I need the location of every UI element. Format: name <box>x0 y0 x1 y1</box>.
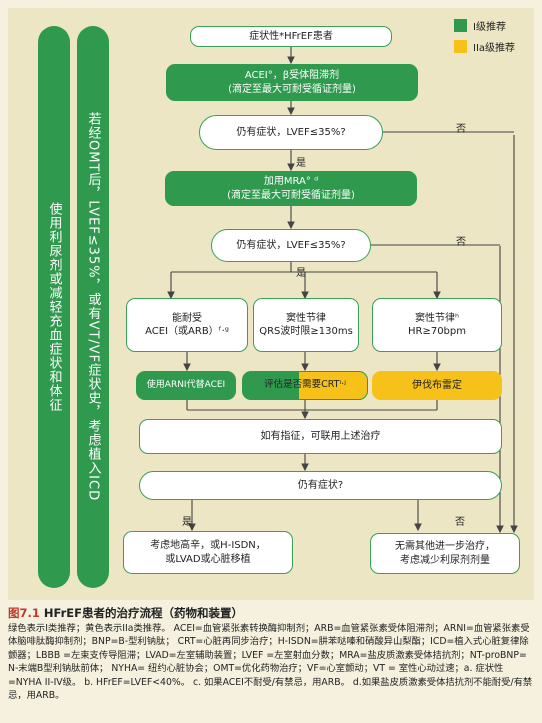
caption-body: 绿色表示I类推荐；黄色表示IIa类推荐。 ACEI=血管紧张素转换酶抑制剂；AR… <box>8 622 533 702</box>
label-yes-3: 是 <box>182 517 192 528</box>
node-c2: 窦性节律 QRS波时限≥130ms <box>253 298 359 352</box>
node-ivabradine: 伊伐布雷定 <box>372 371 502 400</box>
node-mra: 加用MRA° ᵈ (滴定至最大可耐受循证剂量) <box>165 171 417 206</box>
node-arni: 使用ARNI代替ACEI <box>136 371 236 400</box>
node-combine: 如有指征，可联用上述治疗 <box>139 419 502 454</box>
caption-title: 图7.1 HFrEF患者的治疗流程（药物和装置） <box>8 606 244 620</box>
connector-lines <box>167 47 518 534</box>
label-no-3: 否 <box>455 517 465 528</box>
node-q2: 仍有症状，LVEF≤35%? <box>211 229 371 262</box>
label-no-2: 否 <box>456 237 466 248</box>
legend-green-swatch <box>454 19 467 32</box>
node-acei: ACEI°，β受体阻滞剂 (滴定至最大可耐受循证剂量) <box>166 64 418 101</box>
node-c3: 窦性节律ʰ HR≥70bpm <box>372 298 502 352</box>
node-digoxin: 考虑地高辛，或H-ISDN， 或LVAD或心脏移植 <box>123 531 293 574</box>
label-yes-2: 是 <box>296 268 306 279</box>
label-no-1: 否 <box>456 124 466 135</box>
node-q3: 仍有症状? <box>139 471 502 500</box>
icd-bar: 若经OMT后，LVEF≤35%，或有VT/VF症状史，考虑植入ICD <box>77 26 109 588</box>
node-start: 症状性*HFrEF患者 <box>190 26 392 47</box>
figure-caption: 图7.1 HFrEF患者的治疗流程（药物和装置） 绿色表示I类推荐；黄色表示II… <box>8 605 536 702</box>
label-yes-1: 是 <box>296 158 306 169</box>
node-crt: 评估是否需要CRTⁱ·ʲ <box>242 371 368 400</box>
diuretic-bar: 使用利尿剂或减轻充血症状和体征 <box>38 26 70 588</box>
node-q1: 仍有症状，LVEF≤35%? <box>199 115 383 150</box>
node-c1: 能耐受 ACEI（或ARB）ᶠ·ᵍ <box>126 298 248 352</box>
legend-yellow-swatch <box>454 40 467 53</box>
node-no-further: 无需其他进一步治疗， 考虑减少利尿剂剂量 <box>370 533 520 574</box>
legend-class2a: IIa级推荐 <box>454 39 515 54</box>
legend-class1: I级推荐 <box>454 18 506 33</box>
